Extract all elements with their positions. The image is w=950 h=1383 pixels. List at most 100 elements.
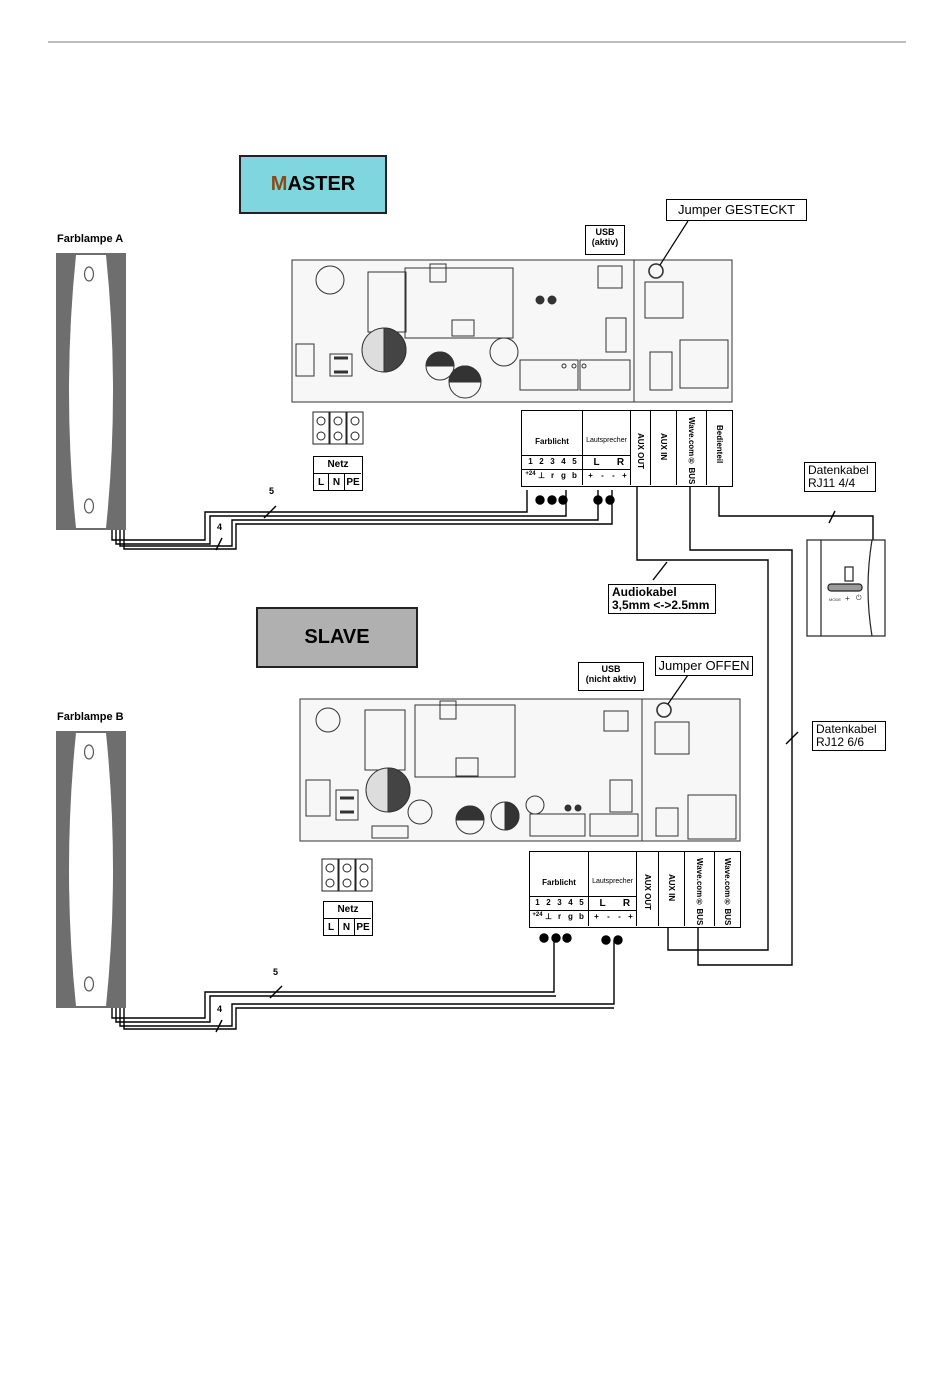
audio-callout: Audiokabel 3,5mm <->2.5mm bbox=[608, 584, 716, 614]
audio-line2: 3,5mm <->2.5mm bbox=[612, 598, 710, 613]
slave-pin-sym-2: ⊥ bbox=[545, 912, 552, 921]
slave-pin-3: 3 bbox=[557, 898, 562, 907]
slave-lr-l: L bbox=[599, 898, 606, 909]
svg-text:+: + bbox=[845, 594, 850, 603]
slave-pin-sym-5: b bbox=[579, 912, 584, 921]
master-netz-n: N bbox=[328, 473, 344, 490]
slave-terminal-block: Farblicht 1 2 3 4 5 +24 ⊥ r g b Lautspre… bbox=[529, 851, 741, 928]
rj11-line2: RJ11 4/4 bbox=[808, 476, 856, 491]
slave-usb-callout: USB (nicht aktiv) bbox=[578, 662, 644, 691]
master-jumper-label: Jumper GESTECKT bbox=[677, 202, 796, 217]
slave-lautsprecher-label: Lautsprecher bbox=[592, 878, 633, 885]
master-netz-title: Netz bbox=[327, 459, 349, 470]
master-lautsprecher-cell: Lautsprecher L R + - - + bbox=[582, 411, 630, 485]
master-farblicht-label: Farblicht bbox=[535, 437, 569, 446]
master-pin-5: 5 bbox=[572, 457, 577, 466]
slave-pm-2: - bbox=[607, 912, 610, 921]
master-pm-1: + bbox=[588, 471, 593, 480]
remote-control: MODE + ⏻ bbox=[806, 539, 886, 637]
slave-aux-out-label: AUX OUT bbox=[643, 874, 652, 910]
svg-text:⏻: ⏻ bbox=[856, 594, 862, 602]
rj11-line1: Datenkabel bbox=[808, 463, 869, 477]
master-pin-4: 4 bbox=[561, 457, 566, 466]
slave-jumper-callout: Jumper OFFEN bbox=[655, 656, 753, 676]
slave-aux-in-label: AUX IN bbox=[667, 874, 676, 902]
master-netz-block bbox=[312, 411, 364, 445]
slave-pin-4: 4 bbox=[568, 898, 573, 907]
lamp-b-body bbox=[69, 733, 113, 1006]
master-pin-sym-5: b bbox=[572, 471, 577, 480]
master-farblicht-cell: Farblicht 1 2 3 4 5 +24 ⊥ r g b bbox=[522, 411, 582, 485]
master-bus-label: Wave.com® BUS bbox=[687, 417, 696, 485]
master-wire5-label: 5 bbox=[269, 486, 275, 496]
master-lr-r: R bbox=[616, 457, 625, 468]
slave-pin-2: 2 bbox=[546, 898, 551, 907]
master-title-rest: ASTER bbox=[287, 173, 356, 195]
slave-pin-sym-1: +24 bbox=[532, 912, 543, 918]
slave-netz-pe: PE bbox=[354, 918, 371, 935]
master-usb-line2: (aktiv) bbox=[591, 236, 619, 247]
slave-pm-4: + bbox=[628, 912, 633, 921]
master-aux-in-cell: AUX IN bbox=[650, 411, 676, 485]
master-jumper-callout: Jumper GESTECKT bbox=[666, 199, 807, 221]
slave-pin-1: 1 bbox=[535, 898, 540, 907]
master-wire4-label: 4 bbox=[217, 522, 223, 532]
master-pm-3: - bbox=[612, 471, 615, 480]
master-wires bbox=[111, 487, 874, 966]
master-pin-2: 2 bbox=[539, 457, 544, 466]
master-pin-sym-3: r bbox=[550, 471, 555, 480]
slave-pcb bbox=[299, 698, 741, 842]
master-aux-in-label: AUX IN bbox=[659, 433, 668, 461]
slave-title: SLAVE bbox=[304, 626, 370, 648]
master-bedienteil-cell: Bedienteil bbox=[706, 411, 732, 485]
slave-netz-n: N bbox=[338, 918, 354, 935]
master-title-box: MASTER bbox=[239, 155, 387, 214]
master-terminal-block: Farblicht 1 2 3 4 5 +24 ⊥ r g b Lautspre… bbox=[521, 410, 733, 487]
master-lr-l: L bbox=[593, 457, 600, 468]
slave-wire4-label: 4 bbox=[217, 1004, 223, 1014]
slave-lr-r: R bbox=[622, 898, 631, 909]
slave-netz: Netz L N PE bbox=[323, 901, 373, 936]
master-pm-4: + bbox=[622, 471, 627, 480]
master-netz: Netz L N PE bbox=[313, 456, 363, 491]
slave-wire5-label: 5 bbox=[273, 967, 279, 977]
audio-line1: Audiokabel bbox=[612, 585, 677, 599]
svg-text:MODE: MODE bbox=[829, 597, 841, 602]
slave-bus2-cell: Wave.com® BUS bbox=[714, 852, 740, 926]
lamp-a-label: Farblampe A bbox=[57, 233, 124, 245]
slave-aux-in-cell: AUX IN bbox=[658, 852, 684, 926]
master-title-first: M bbox=[270, 173, 288, 195]
master-pin-sym-4: g bbox=[561, 471, 566, 480]
header-rule bbox=[48, 41, 906, 43]
master-pin-3: 3 bbox=[550, 457, 555, 466]
slave-usb-line1: USB bbox=[601, 664, 621, 674]
master-pin-sym-2: ⊥ bbox=[538, 471, 545, 480]
slave-usb-line2: (nicht aktiv) bbox=[585, 673, 637, 684]
slave-netz-l: L bbox=[324, 918, 338, 935]
lamp-b-label: Farblampe B bbox=[57, 711, 124, 723]
slave-jumper-label: Jumper OFFEN bbox=[658, 658, 750, 673]
slave-jumper-pointer bbox=[667, 674, 689, 705]
slave-lautsprecher-cell: Lautsprecher L R + - - + bbox=[588, 852, 636, 926]
master-usb-line1: USB bbox=[595, 227, 615, 237]
master-jumper-pointer bbox=[659, 220, 689, 266]
slave-pm-3: - bbox=[618, 912, 621, 921]
slave-netz-block bbox=[321, 858, 373, 892]
master-pin-sym-1: +24 bbox=[525, 471, 536, 477]
slave-bus1-cell: Wave.com® BUS bbox=[684, 852, 714, 926]
slave-netz-title: Netz bbox=[337, 904, 359, 915]
rj12-line2: RJ12 6/6 bbox=[816, 735, 865, 750]
slave-pm-1: + bbox=[594, 912, 599, 921]
slave-wires bbox=[111, 933, 623, 1033]
lamp-a-body bbox=[69, 255, 113, 528]
master-pin-1: 1 bbox=[528, 457, 533, 466]
slave-pin-5: 5 bbox=[579, 898, 584, 907]
rj11-callout: Datenkabel RJ11 4/4 bbox=[804, 462, 876, 492]
slave-aux-out-cell: AUX OUT bbox=[636, 852, 658, 926]
slave-bus1-label: Wave.com® BUS bbox=[695, 858, 704, 926]
master-bus-cell: Wave.com® BUS bbox=[676, 411, 706, 485]
master-aux-out-label: AUX OUT bbox=[636, 433, 645, 469]
master-pm-2: - bbox=[601, 471, 604, 480]
rj12-line1: Datenkabel bbox=[816, 722, 877, 736]
